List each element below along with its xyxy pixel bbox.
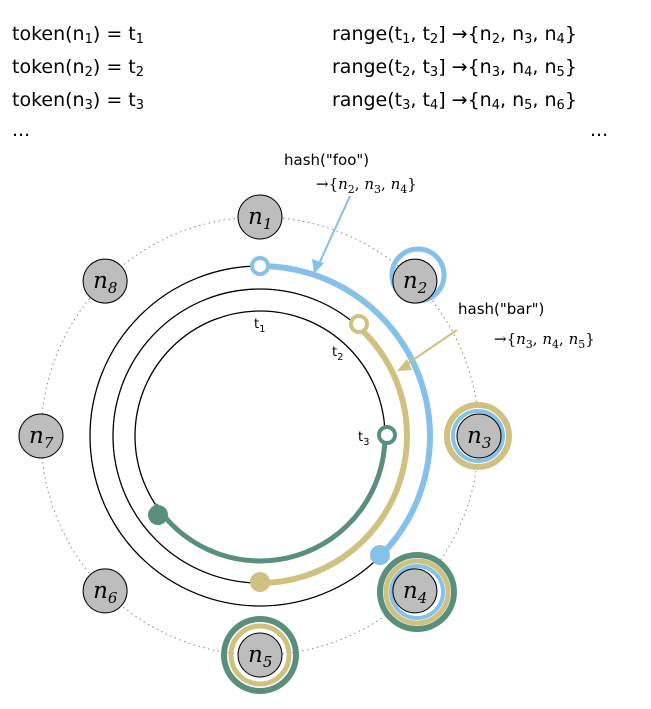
- range-eq-ellipsis: ...: [590, 119, 609, 141]
- ring-node-n8: n8: [82, 258, 128, 304]
- bar-start-marker: [349, 314, 369, 334]
- bar-annotation-label: hash("bar"): [458, 300, 544, 318]
- ring-node-label: n5: [248, 642, 272, 671]
- n5-bar-ring: [228, 623, 292, 687]
- ring-node-circle: [237, 194, 283, 240]
- range-eq-3: range(t3, t4] →{n4, n5, n6}: [332, 89, 577, 113]
- bar-annotation-set: →{n3, n4, n5}: [494, 330, 595, 351]
- bar-arrow-head: [397, 359, 412, 371]
- range-eq-2-ta: 2: [402, 65, 411, 80]
- range-eq-1-ta: 1: [402, 32, 411, 47]
- token-eq-3-tsub: 3: [135, 98, 145, 113]
- range-eq-1-n3: 4: [556, 32, 565, 47]
- n4-t3-ring: [377, 552, 457, 632]
- n5-t3-ring: [221, 616, 299, 694]
- token-eq-2: token(n2) = t2: [12, 55, 144, 79]
- ring-nodes: n1 n2 n3 n4 n5 n6 n7 n8: [18, 194, 502, 678]
- t3-start-marker: [377, 425, 397, 445]
- ring-node-label: n1: [248, 204, 272, 233]
- range-eq-2: range(t2, t3] →{n3, n4, n5}: [332, 56, 577, 80]
- range-eq-2-n3: 5: [556, 65, 565, 80]
- range-eq-3-ta: 3: [402, 98, 411, 113]
- token-eq-2-tsub: 2: [135, 65, 145, 80]
- ring-node-label: n8: [93, 268, 117, 297]
- token-eq-1-sub: 1: [84, 32, 93, 47]
- t3-arc: [153, 433, 388, 564]
- bar-arrow-line: [403, 329, 458, 367]
- range-eq-1: range(t1, t2] →{n2, n3, n4}: [332, 23, 577, 47]
- token-eq-2-mid: ) = t: [92, 56, 136, 78]
- ring-node-n1: n1: [237, 194, 283, 240]
- foo-arrow-head: [312, 259, 324, 274]
- ring-node-n4: n4: [392, 568, 438, 614]
- ring-node-circle: [392, 258, 438, 304]
- foo-start-marker: [250, 256, 270, 276]
- token-eq-ellipsis: ...: [12, 119, 31, 141]
- range-eq-3-n2: 5: [524, 98, 533, 113]
- foo-annotation-label: hash("foo"): [284, 151, 369, 169]
- range-eq-2-n2: 4: [524, 65, 533, 80]
- n4-foo-ring: [389, 564, 445, 620]
- range-eq-3-n3: 6: [556, 98, 565, 113]
- token-eq-3-sub: 3: [84, 98, 93, 113]
- ring-node-circle: [18, 413, 64, 459]
- ring-node-n5: n5: [237, 632, 283, 678]
- ring-node-label: n6: [93, 578, 118, 607]
- ring-node-n2: n2: [392, 258, 438, 304]
- token-eq-1: token(n1) = t1: [12, 22, 144, 46]
- token-eq-1-fn: token(n: [12, 23, 85, 45]
- range-eq-2-tb: 3: [429, 65, 439, 80]
- range-eq-3-n1: 4: [491, 98, 500, 113]
- token-label-t1: t1: [254, 317, 265, 335]
- n3-bar-ring: [444, 402, 512, 470]
- token-eq-1-tsub: 1: [135, 32, 145, 47]
- foo-arc: [257, 263, 433, 560]
- ring-node-label: n3: [467, 423, 491, 452]
- bar-arc: [257, 323, 410, 586]
- n4-bar-ring: [383, 558, 451, 626]
- ring-node-circle: [82, 568, 128, 614]
- ring-node-circle: [392, 568, 438, 614]
- foo-annotation-set: →{n2, n3, n4}: [316, 175, 417, 196]
- token-label-t3: t3: [358, 430, 369, 448]
- bar-end-marker: [250, 572, 270, 592]
- token-eq-3-mid: ) = t: [92, 89, 136, 111]
- ring-node-circle: [456, 413, 502, 459]
- n3-foo-ring: [451, 409, 505, 463]
- token-eq-2-sub: 2: [84, 65, 93, 80]
- range-eq-1-n2: 3: [524, 32, 533, 47]
- ring-node-label: n2: [403, 268, 427, 297]
- ring-node-n6: n6: [82, 568, 128, 614]
- token-eq-1-mid: ) = t: [92, 23, 136, 45]
- ring-node-circle: [82, 258, 128, 304]
- token-label-t2: t2: [332, 345, 343, 363]
- ring-node-label: n7: [29, 423, 54, 452]
- ring-node-circle: [237, 632, 283, 678]
- ring-node-n7: n7: [18, 413, 64, 459]
- range-eq-1-tb: 2: [429, 32, 439, 47]
- ring-node-n3: n3: [456, 413, 502, 459]
- foo-end-marker: [370, 545, 390, 565]
- token-eq-3: token(n3) = t3: [12, 88, 144, 112]
- foo-arrow-line: [317, 195, 351, 267]
- range-eq-1-n1: 2: [491, 32, 500, 47]
- range-eq-2-n1: 3: [491, 65, 500, 80]
- t3-end-marker: [148, 505, 168, 525]
- range-eq-3-tb: 4: [429, 98, 439, 113]
- token-eq-3-fn: token(n: [12, 89, 85, 111]
- ring-node-label: n4: [403, 578, 427, 607]
- token-eq-2-fn: token(n: [12, 56, 85, 78]
